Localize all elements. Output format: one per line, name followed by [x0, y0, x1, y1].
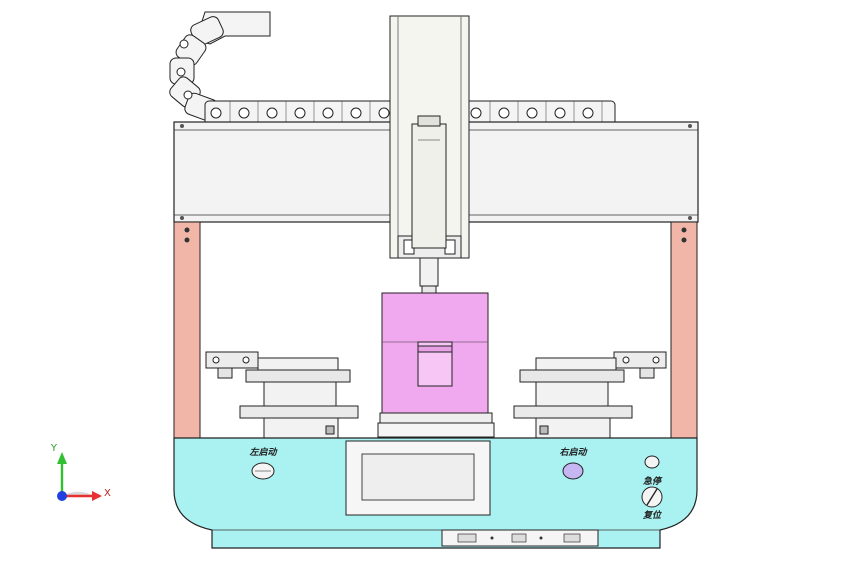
coordinate-triad: Y X — [50, 443, 111, 501]
right-start-label: 右启动 — [559, 447, 588, 458]
hmi-screen — [361, 453, 475, 501]
left-fixture — [205, 351, 359, 439]
emergency-stop-button[interactable] — [644, 455, 660, 469]
reset-label: 复位 — [642, 510, 662, 521]
left-pillar — [173, 221, 201, 441]
y-axis-label: Y — [50, 443, 58, 454]
emergency-stop-label: 急停 — [643, 476, 663, 487]
right-start-button[interactable] — [562, 462, 584, 480]
x-axis-label: X — [104, 488, 111, 499]
right-pillar — [670, 221, 698, 441]
z-axis-dot — [57, 491, 67, 501]
left-start-label: 左启动 — [249, 447, 278, 458]
right-fixture — [513, 351, 667, 439]
center-work-block — [377, 292, 495, 438]
